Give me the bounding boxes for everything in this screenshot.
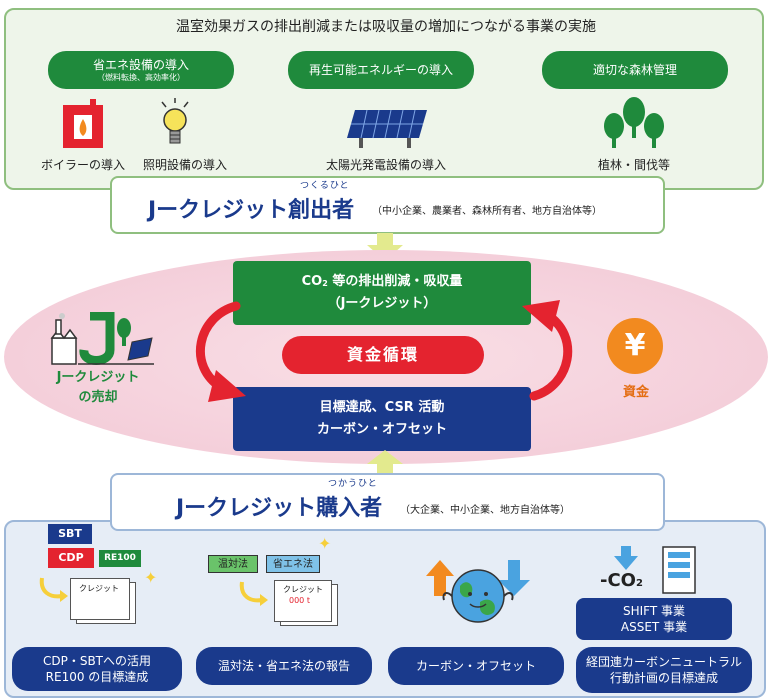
pill-offset-line1: カーボン・オフセット (415, 658, 536, 673)
document-icon-front: クレジット (70, 578, 130, 620)
ontaiho-tag: 温対法 (208, 555, 258, 573)
re100-tag: RE100 (99, 550, 141, 567)
example-lighting: 照明設備の導入 (142, 158, 227, 172)
globe-icon (426, 560, 530, 623)
report-doc-icon: クレジット 000 t (274, 580, 332, 622)
credit-sale-label-line2: の売却 (78, 389, 118, 405)
co2-reduction-label: -CO2 (600, 570, 643, 591)
creator-title: Jークレジット創出者 (148, 198, 355, 223)
buyer-band (110, 473, 665, 531)
pill-cdp-sbt-line1: CDP・SBTへの活用 (42, 653, 152, 668)
category-energy-saving: 省エネ設備の導入 （燃料転換、高効率化） (48, 51, 234, 89)
up-arrow-icon (367, 450, 403, 476)
category-forest: 適切な森林管理 (542, 51, 728, 89)
creator-note: （中小企業、農業者、森林所有者、地方自治体等） (372, 206, 602, 217)
solar-panel-icon (347, 110, 427, 148)
emission-reduction-line2: （Jークレジット） (327, 296, 437, 311)
right-cycle-arrow-icon (522, 300, 573, 401)
shoene-tag: 省エネ法 (266, 555, 320, 573)
category-renewable-label: 再生可能エネルギーの導入 (308, 62, 453, 77)
buyer-note: （大企業、中小企業、地方自治体等） (400, 505, 570, 516)
fund-label: 資金 (622, 385, 649, 400)
j-credit-town-icon (50, 312, 154, 365)
report-doc-label: クレジット (283, 585, 323, 594)
lightbulb-icon (161, 98, 189, 144)
pill-report-line1: 温対法・省エネ法の報告 (217, 658, 350, 673)
boiler-icon (63, 99, 103, 148)
top-panel-title: 温室効果ガスの排出削減または吸収量の増加につながる事業の実施 (176, 19, 596, 35)
report-doc-amount: 000 t (289, 596, 310, 605)
building-icon (662, 546, 696, 594)
credit-sale-label: Jークレジット の売却 (38, 368, 158, 407)
report-arrow-icon (239, 581, 268, 606)
document-label: クレジット (79, 584, 119, 593)
buyer-ruby: つかうひと (328, 479, 378, 489)
pill-cdp-sbt-line2: RE100 の目標達成 (45, 670, 149, 684)
buyer-title: Jークレジット購入者 (176, 496, 383, 521)
goal-achievement-box: 目標達成、CSR 活動 カーボン・オフセット (233, 387, 531, 451)
goal-achievement-line2: カーボン・オフセット (316, 422, 447, 437)
pill-cdp-sbt: CDP・SBTへの活用 RE100 の目標達成 (12, 647, 182, 691)
down-arrow-icon (367, 233, 403, 261)
pill-report: 温対法・省エネ法の報告 (196, 647, 372, 685)
category-forest-label: 適切な森林管理 (592, 62, 677, 77)
left-cycle-arrow-icon (195, 301, 246, 402)
fund-cycle-pill: 資金循環 (282, 336, 484, 374)
creator-ruby: つくるひと (300, 181, 350, 191)
credit-sale-label-line1: Jークレジット (56, 370, 140, 385)
pill-shift-asset: SHIFT 事業 ASSET 事業 (576, 598, 732, 640)
example-boiler: ボイラーの導入 (40, 158, 125, 172)
sparkle-icon: ✦ (144, 568, 158, 587)
pill-shift-asset-line2: ASSET 事業 (620, 620, 688, 634)
pill-keidanren-line1: 経団連カーボンニュートラル (585, 654, 742, 669)
report-sparkle-icon: ✦ (318, 534, 332, 553)
category-energy-saving-label: 省エネ設備の導入 (92, 57, 189, 72)
trees-icon (604, 97, 664, 148)
pill-shift-asset-line1: SHIFT 事業 (622, 603, 686, 618)
emission-reduction-box: CO2 等の排出削減・吸収量 （Jークレジット） (233, 261, 531, 325)
sbt-tag: SBT (48, 524, 92, 544)
pill-keidanren-line2: 行動計画の目標達成 (609, 671, 718, 685)
category-renewable: 再生可能エネルギーの導入 (288, 51, 474, 89)
cdp-tag: CDP (48, 548, 94, 568)
pill-keidanren: 経団連カーボンニュートラル 行動計画の目標達成 (576, 647, 752, 693)
curved-arrow-icon (39, 577, 68, 602)
yen-icon: ¥ (607, 318, 663, 374)
pill-offset: カーボン・オフセット (388, 647, 564, 685)
goal-achievement-line1: 目標達成、CSR 活動 (319, 399, 445, 415)
example-forestry: 植林・間伐等 (597, 158, 670, 172)
example-solar: 太陽光発電設備の導入 (325, 158, 446, 172)
down-blue-arrow-icon (614, 546, 638, 570)
emission-reduction-line1: CO2 等の排出削減・吸収量 (301, 273, 463, 289)
category-energy-saving-sub: （燃料転換、高効率化） (97, 72, 185, 82)
